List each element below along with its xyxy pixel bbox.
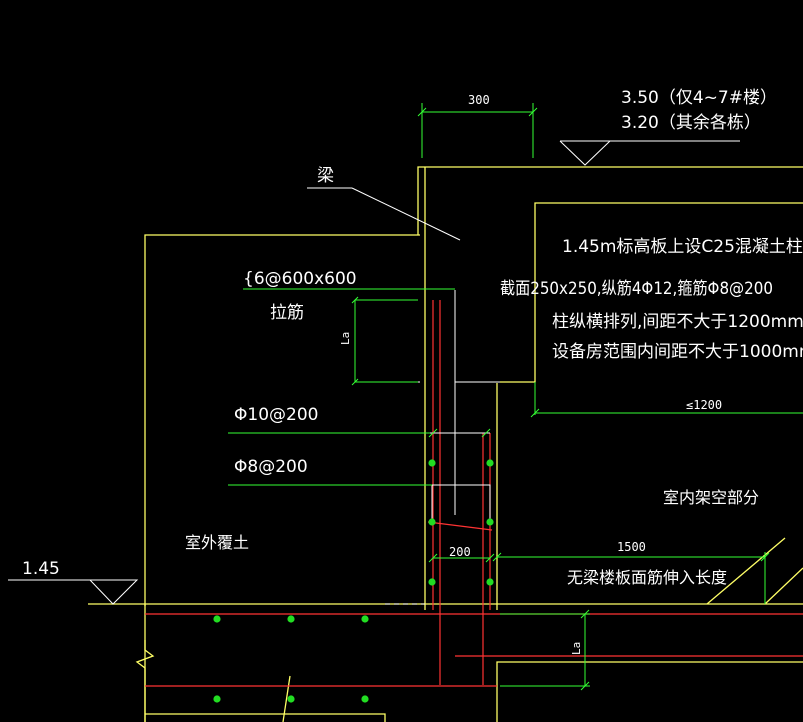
- column-note-line-1: 1.45m标高板上设C25混凝土柱: [562, 237, 803, 257]
- elevation-markers: [8, 140, 740, 605]
- column-note-line-2: 截面250x250,纵筋4Φ12,箍筋Φ8@200: [500, 279, 773, 299]
- column-note-line-4: 设备房范围内间距不大于1000mm: [552, 342, 803, 362]
- elevation-upper-label-1: 3.50（仅4~7#楼）: [621, 88, 777, 108]
- stirrup-lines: [360, 290, 500, 605]
- spacing-1200-label: ≤1200: [686, 398, 722, 412]
- structure-outline: [88, 166, 803, 722]
- dim-200-label: 200: [449, 545, 471, 559]
- dim-1500-label: 1500: [617, 540, 646, 554]
- beam-label: 梁: [317, 166, 334, 186]
- column-note-line-3: 柱纵横排列,间距不大于1200mm: [552, 312, 803, 332]
- lap-length-lower-label: La: [570, 642, 583, 655]
- ground-elevation-label: 1.45: [22, 559, 60, 579]
- tie-bar-spec-label: {6@600x600: [243, 269, 357, 289]
- dim-300-label: 300: [468, 93, 490, 107]
- tie-bar-label: 拉筋: [270, 303, 304, 323]
- slab-rebar-note-label: 无梁楼板面筋伸入长度: [567, 568, 727, 587]
- lap-length-upper-label: La: [339, 332, 352, 345]
- outdoor-backfill-label: 室外覆土: [185, 533, 249, 552]
- indoor-overhead-label: 室内架空部分: [663, 488, 759, 507]
- rebar-dots: [213, 459, 494, 703]
- rebar-phi10-label: Φ10@200: [234, 405, 318, 425]
- rebar-phi8-label: Φ8@200: [234, 457, 308, 477]
- elevation-upper-label-2: 3.20（其余各栋）: [621, 113, 761, 133]
- dimension-lines: [228, 103, 803, 691]
